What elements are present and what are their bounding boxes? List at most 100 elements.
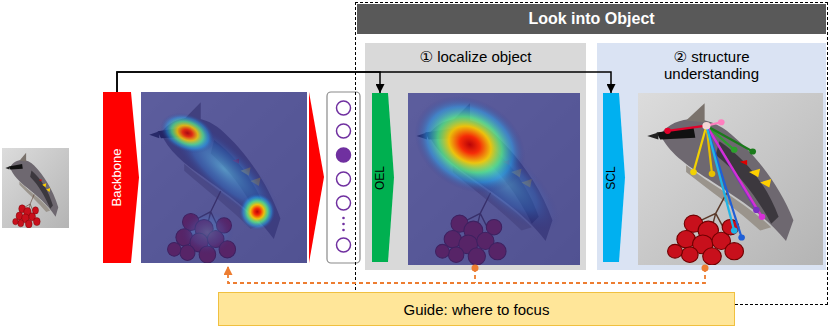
part-point <box>731 228 738 234</box>
bird-crest <box>19 153 26 162</box>
bird-body <box>10 160 58 217</box>
part-point <box>753 207 760 213</box>
heat-overlay <box>141 92 307 263</box>
bird-wing <box>211 140 267 222</box>
block-label: Backbone <box>111 149 124 207</box>
berry <box>13 218 18 224</box>
berry <box>725 243 744 260</box>
heat-blob <box>155 105 221 160</box>
ellipsis-dot <box>342 229 345 232</box>
wing-spot <box>232 159 239 164</box>
berry <box>176 229 193 246</box>
part-point <box>749 148 756 154</box>
bird-figure <box>5 153 58 228</box>
wing-spot <box>39 179 42 181</box>
berry <box>190 233 208 252</box>
red-arrow-wedge <box>309 92 324 263</box>
ellipsis-dot <box>342 223 345 226</box>
structure-link <box>668 126 707 131</box>
bird-mask <box>158 126 193 138</box>
berry <box>32 207 38 214</box>
block-shape <box>103 92 139 263</box>
feature-cell <box>337 196 351 210</box>
feature-cell <box>337 148 351 162</box>
localize-panel: ① localize objectOEL <box>365 43 586 270</box>
structure-panel: ② structure understandingSCL <box>597 43 826 270</box>
structure-link <box>694 126 707 172</box>
bird-crest <box>184 102 201 121</box>
bird-figure <box>647 103 793 265</box>
guidance-dot <box>472 265 479 272</box>
guide-box: Guide: where to focus <box>218 292 735 326</box>
berry-stem <box>25 194 34 216</box>
panel-image <box>408 93 580 265</box>
heat-blob <box>239 193 276 231</box>
berry <box>168 242 181 256</box>
part-point <box>690 169 697 175</box>
berry <box>183 213 200 230</box>
structure-center <box>702 122 710 130</box>
berry <box>195 219 213 238</box>
berry <box>668 244 683 258</box>
panel-title: ① localize object <box>420 48 532 65</box>
guide-label: Guide: where to focus <box>404 301 550 318</box>
berry <box>207 231 224 248</box>
block-shape <box>603 93 625 262</box>
ellipsis-dot <box>342 217 345 220</box>
bird-body <box>161 118 281 239</box>
look-into-object-region: Look into Object① localize objectOEL② st… <box>355 2 828 305</box>
panel-title: ② structure understanding <box>649 48 774 83</box>
block-shape <box>372 93 394 262</box>
berry <box>16 212 23 220</box>
part-point <box>664 128 671 134</box>
photo-background <box>638 93 823 265</box>
connector-arrow <box>117 72 611 93</box>
berry <box>217 218 232 233</box>
berry-stem <box>197 191 220 239</box>
berry <box>29 213 36 221</box>
berry <box>703 248 722 265</box>
berry <box>199 246 216 263</box>
bird-figure <box>149 102 280 263</box>
photo-background <box>2 148 69 228</box>
oel-block: OEL <box>372 93 394 262</box>
bird-belly <box>184 164 260 229</box>
berry <box>681 247 698 262</box>
heat-blob <box>154 101 294 237</box>
bird-beak <box>5 166 9 169</box>
berry <box>18 220 24 227</box>
berry <box>22 214 29 223</box>
part-point <box>709 171 716 177</box>
structure-link <box>706 126 741 238</box>
feature-cell <box>337 238 351 252</box>
bird-wing <box>30 170 53 208</box>
block-label: SCL <box>605 166 617 189</box>
wing-tips <box>749 169 771 188</box>
backbone-block: Backbone <box>103 92 139 263</box>
feature-cell <box>337 101 351 115</box>
region-heading: Look into Object <box>357 4 826 34</box>
feature-cell <box>337 172 351 186</box>
berry <box>24 208 31 217</box>
block-label: OEL <box>374 165 386 189</box>
guidance-dot <box>702 265 709 272</box>
wing-tips <box>42 183 50 192</box>
bird-mask <box>9 164 23 170</box>
part-point <box>738 234 745 240</box>
structure-link <box>706 126 734 231</box>
guidance-line <box>474 268 476 283</box>
feature-cell <box>337 124 351 138</box>
guidance-line <box>228 266 705 283</box>
bird-beak <box>647 133 658 140</box>
photo-background <box>141 92 307 263</box>
heat-blob <box>408 93 543 213</box>
bird-crest <box>686 103 705 122</box>
berry <box>25 220 32 228</box>
part-point <box>759 214 766 220</box>
wing-spot <box>740 160 747 165</box>
panel-image <box>638 93 823 265</box>
bird-beak <box>149 131 159 138</box>
backbone-heatmap <box>141 92 307 263</box>
